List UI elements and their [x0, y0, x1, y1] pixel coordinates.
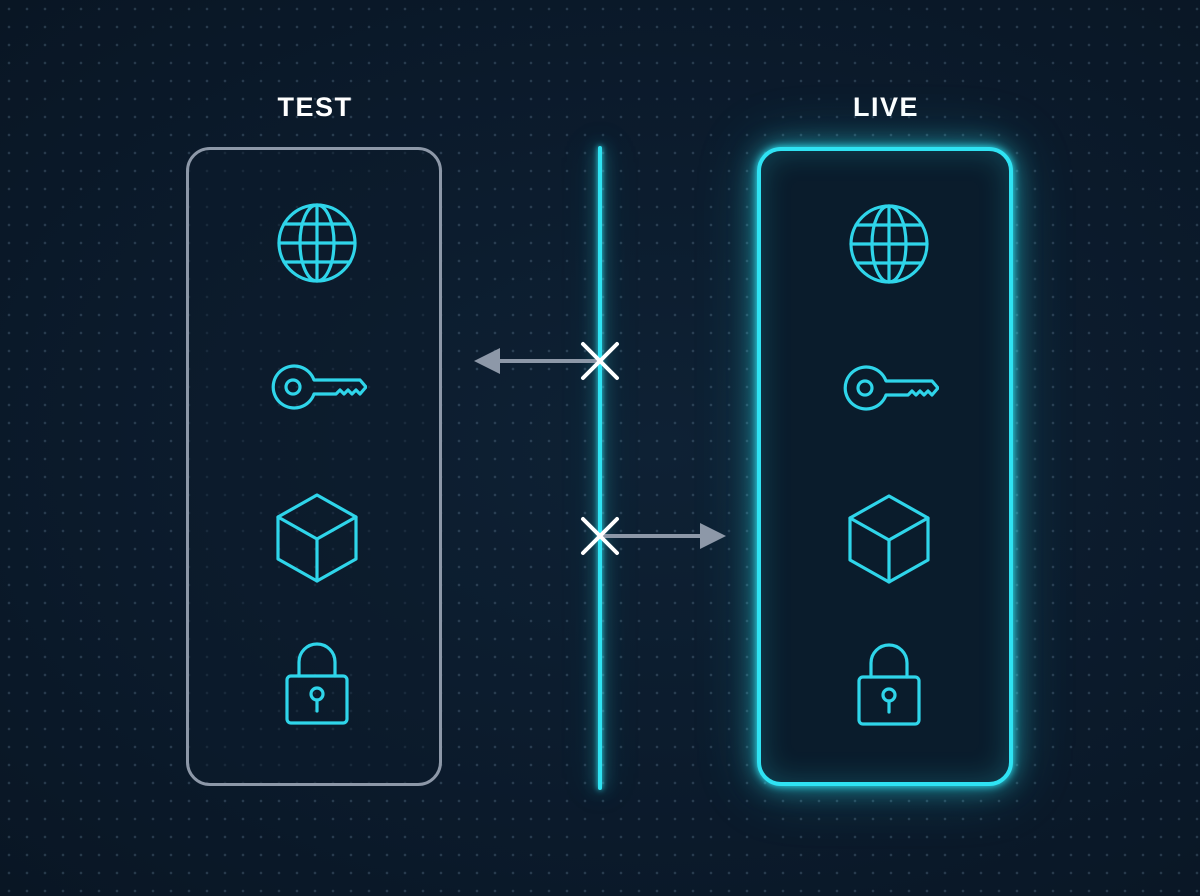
live-environment-panel	[757, 147, 1013, 786]
blocked-arrow-to-test	[474, 348, 602, 374]
blocked-arrow-to-live	[598, 523, 726, 549]
key-icon	[267, 337, 367, 437]
globe-icon	[267, 193, 367, 293]
globe-icon	[839, 194, 939, 294]
key-icon	[839, 338, 939, 438]
cube-icon	[267, 486, 367, 586]
lock-icon	[839, 635, 939, 735]
environment-boundary-line	[598, 146, 602, 790]
test-environment-label: TEST	[277, 92, 353, 122]
lock-icon	[267, 634, 367, 734]
cube-icon	[839, 487, 939, 587]
live-environment-label: LIVE	[852, 92, 919, 122]
test-environment-panel	[186, 147, 442, 786]
